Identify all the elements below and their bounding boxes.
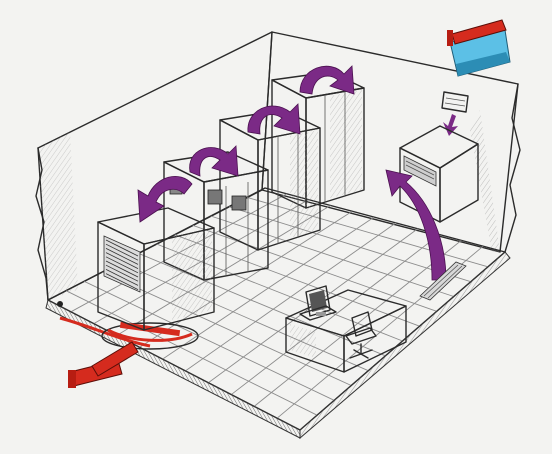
- air-handler-unit-4: [97, 207, 215, 331]
- airflow-arrow-icon: [299, 65, 355, 95]
- floor-tile-line: [192, 224, 437, 312]
- floor-tile-line: [230, 234, 440, 395]
- louver-slat: [105, 243, 139, 261]
- wall-cut-edge: [35, 83, 521, 301]
- floor-tile-line: [174, 234, 420, 327]
- louver-slat: [105, 239, 139, 257]
- louver-slat: [105, 252, 139, 269]
- return-airflow-arrow-icon: [385, 169, 447, 281]
- control-panel-dial-icon: [207, 189, 223, 205]
- floor-return-grille: [419, 261, 467, 301]
- louver-slat: [105, 273, 139, 290]
- louver-slat: [105, 269, 139, 286]
- control-panel-dial-icon: [231, 195, 247, 211]
- louver-slat: [105, 264, 139, 282]
- floor-tile-line: [228, 206, 471, 283]
- louver-slat: [105, 248, 139, 265]
- floor-tile-line: [246, 196, 489, 268]
- office-chair-icon: [345, 311, 377, 359]
- wall-cooling-unit: [399, 125, 479, 223]
- floor-tile-line: [83, 280, 335, 401]
- floor-tile-line: [210, 215, 454, 297]
- ceiling-vent-icon: [441, 91, 469, 136]
- airflow-arrow-icon: [189, 145, 239, 177]
- air-handler-unit-2: [219, 109, 321, 251]
- floor-tile-line: [185, 222, 397, 372]
- louver-slat: [105, 256, 139, 274]
- supply-duct-inlet-icon: [68, 341, 139, 388]
- return-duct-icon: [447, 19, 511, 77]
- operator-desk: [285, 289, 407, 373]
- airflow-arrow-icon: [137, 176, 193, 223]
- floor-tile-line: [65, 290, 318, 416]
- workstation-computer-icon: [299, 285, 337, 321]
- floor-tile-line: [253, 240, 462, 407]
- wall-sensor-icon: [57, 301, 63, 307]
- floor-tile-line: [120, 262, 369, 372]
- airflow-arrow-icon: [247, 103, 301, 135]
- louver-grille: [103, 235, 141, 293]
- louver-slat: [105, 260, 139, 278]
